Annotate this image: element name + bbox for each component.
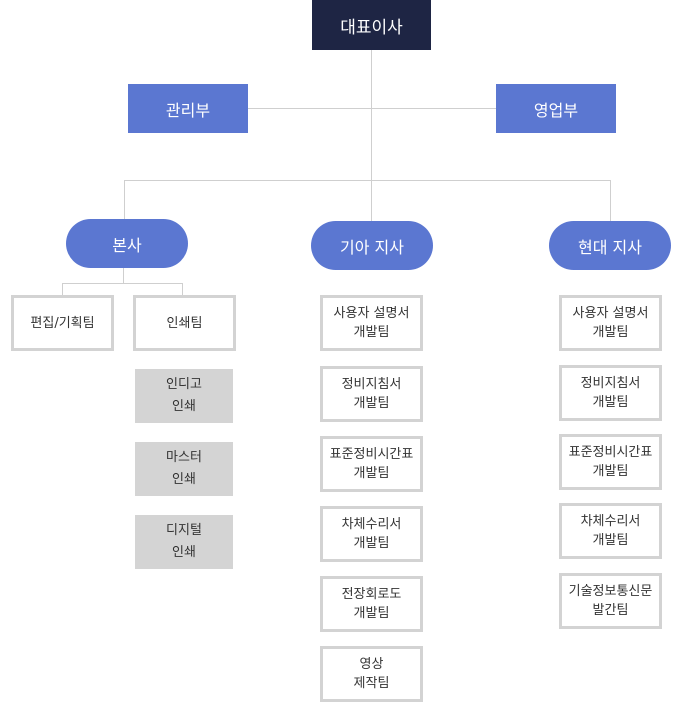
connector-hq-team2 xyxy=(182,283,183,295)
connector-departments xyxy=(248,108,496,109)
connector-branch-hyundai xyxy=(610,180,611,221)
dept-sales: 영업부 xyxy=(496,84,616,133)
connector-branches-horizontal xyxy=(124,180,611,181)
connector-ceo-vertical xyxy=(371,50,372,221)
branch-hyundai: 현대 지사 xyxy=(549,221,671,270)
connector-branch-hq xyxy=(124,180,125,219)
connector-hq-teams xyxy=(62,283,183,284)
dept-management: 관리부 xyxy=(128,84,248,133)
hyundai-team-tech-bulletin: 기술정보통신문 발간팀 xyxy=(559,573,662,629)
branch-kia: 기아 지사 xyxy=(311,221,433,270)
connector-hq-down xyxy=(123,268,124,283)
kia-team-body-repair: 차체수리서 개발팀 xyxy=(320,506,423,562)
hyundai-team-user-manual: 사용자 설명서 개발팀 xyxy=(559,295,662,351)
kia-team-wiring-diagram: 전장회로도 개발팀 xyxy=(320,576,423,632)
connector-hq-team1 xyxy=(62,283,63,295)
ceo-box: 대표이사 xyxy=(312,0,431,50)
kia-team-standard-time: 표준정비시간표 개발팀 xyxy=(320,436,423,492)
kia-team-service-manual: 정비지침서 개발팀 xyxy=(320,366,423,422)
hyundai-team-service-manual: 정비지침서 개발팀 xyxy=(559,365,662,421)
kia-team-video: 영상 제작팀 xyxy=(320,646,423,702)
subunit-indigo-printing: 인디고 인쇄 xyxy=(135,369,233,423)
subunit-master-printing: 마스터 인쇄 xyxy=(135,442,233,496)
hyundai-team-body-repair: 차체수리서 개발팀 xyxy=(559,503,662,559)
team-printing: 인쇄팀 xyxy=(133,295,236,351)
subunit-digital-printing: 디지털 인쇄 xyxy=(135,515,233,569)
branch-headquarters: 본사 xyxy=(66,219,188,268)
hyundai-team-standard-time: 표준정비시간표 개발팀 xyxy=(559,434,662,490)
team-editing-planning: 편집/기획팀 xyxy=(11,295,114,351)
kia-team-user-manual: 사용자 설명서 개발팀 xyxy=(320,295,423,351)
